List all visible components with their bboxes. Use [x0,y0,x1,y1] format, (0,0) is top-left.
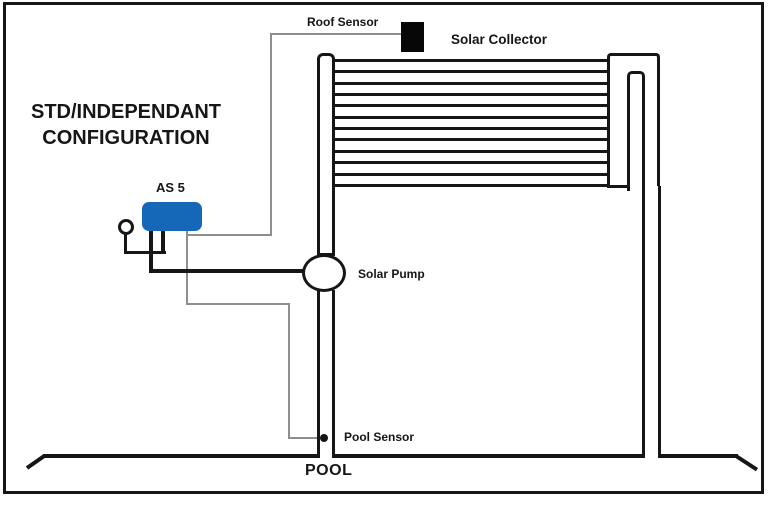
pump-to-pool-pipe [317,290,335,458]
controller-pin-right [161,230,165,254]
pool-line-right [658,454,738,458]
pool-sensor-dot-icon [320,434,328,442]
pool-line-left [43,454,318,458]
solar-collector-label: Solar Collector [451,32,548,47]
collector-left-header-pipe [317,53,335,256]
collector-tube [333,127,609,131]
collector-right-header-bottom [607,185,645,188]
pool-sensor-label: Pool Sensor [344,430,415,444]
bulb-wire-horizontal [124,251,166,254]
collector-tube [333,149,609,153]
pool-label: POOL [305,462,353,479]
solar-pump-label: Solar Pump [358,267,425,281]
roof-sensor-label: Roof Sensor [307,15,379,29]
pool-line-middle [334,454,644,458]
roof-sensor-wire-horizontal [186,234,272,236]
title-line-2: CONFIGURATION [42,127,210,149]
controller-label: AS 5 [156,180,185,195]
roof-sensor-wire-top [270,33,403,35]
collector-tube [333,161,609,165]
solar-pump-icon [302,254,346,292]
pool-sensor-wire-end [288,437,323,439]
title-line-1: STD/INDEPENDANT [30,101,221,123]
collector-tube [333,115,609,119]
collector-tube [333,172,609,176]
collector-tube [333,183,609,187]
pool-sensor-wire-vertical [288,303,290,439]
page-title: STD/INDEPENDANT CONFIGURATION [21,99,231,151]
collector-tube [333,93,609,97]
controller-sensor-wire-stub [186,230,188,305]
collector-tube [333,81,609,85]
as5-controller [142,202,202,231]
roof-sensor-icon [401,22,424,52]
roof-sensor-wire-vertical [270,33,272,236]
collector-tube [333,59,609,62]
collector-return-pipe [642,186,661,458]
pool-sensor-wire-jog [186,303,290,305]
collector-tube [333,70,609,74]
controller-pin-left [149,230,153,272]
bulb-wire-vertical [124,231,127,254]
collector-tube [333,138,609,142]
sensor-bulb-icon [118,219,134,235]
diagram-frame [3,2,764,494]
controller-to-pump-wire [149,269,305,273]
collector-tube [333,104,609,108]
collector-right-header-baffle [627,71,645,191]
